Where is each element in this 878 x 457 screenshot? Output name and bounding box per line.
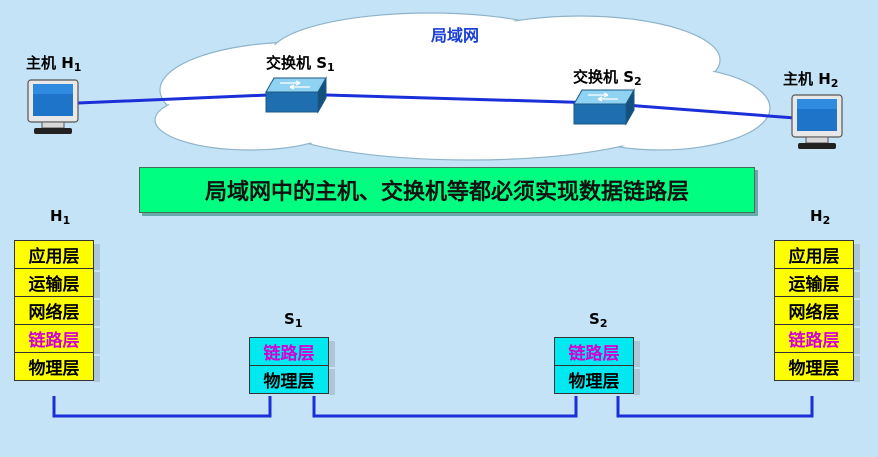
layer-transport: 运输层 — [14, 268, 100, 298]
layer-application: 应用层 — [774, 240, 860, 270]
stack-s2: 链路层 物理层 — [554, 337, 640, 395]
switch-icon — [265, 76, 327, 114]
layer-transport: 运输层 — [774, 268, 860, 298]
top-link-line — [77, 92, 796, 120]
layer-physical: 物理层 — [554, 365, 640, 395]
layer-link: 链路层 — [554, 337, 640, 367]
stack-h1: 应用层 运输层 网络层 链路层 物理层 — [14, 240, 100, 382]
layer-physical: 物理层 — [774, 352, 860, 382]
host-h2-label: 主机 H2 — [783, 70, 839, 90]
stack-s1-title: S1 — [284, 310, 303, 330]
lan-label: 局域网 — [431, 26, 480, 45]
computer-icon — [27, 79, 79, 134]
layer-application: 应用层 — [14, 240, 100, 270]
physical-link-line — [616, 396, 814, 418]
layer-link: 链路层 — [14, 324, 100, 354]
switch-s2-label: 交换机 S2 — [573, 68, 642, 88]
physical-link-line — [312, 396, 578, 418]
banner: 局域网中的主机、交换机等都必须实现数据链路层 — [139, 167, 755, 213]
layer-link: 链路层 — [774, 324, 860, 354]
computer-icon — [791, 94, 843, 149]
stack-h1-title: H1 — [50, 207, 71, 227]
physical-link-line — [52, 396, 272, 418]
stack-h2: 应用层 运输层 网络层 链路层 物理层 — [774, 240, 860, 382]
switch-icon — [573, 88, 635, 126]
layer-network: 网络层 — [14, 296, 100, 326]
stack-s2-title: S2 — [589, 310, 608, 330]
layer-network: 网络层 — [774, 296, 860, 326]
layer-link: 链路层 — [249, 337, 335, 367]
switch-s1-label: 交换机 S1 — [266, 54, 335, 74]
stack-s1: 链路层 物理层 — [249, 337, 335, 395]
layer-physical: 物理层 — [14, 352, 100, 382]
layer-physical: 物理层 — [249, 365, 335, 395]
host-h1-label: 主机 H1 — [26, 54, 82, 74]
stack-h2-title: H2 — [810, 207, 831, 227]
